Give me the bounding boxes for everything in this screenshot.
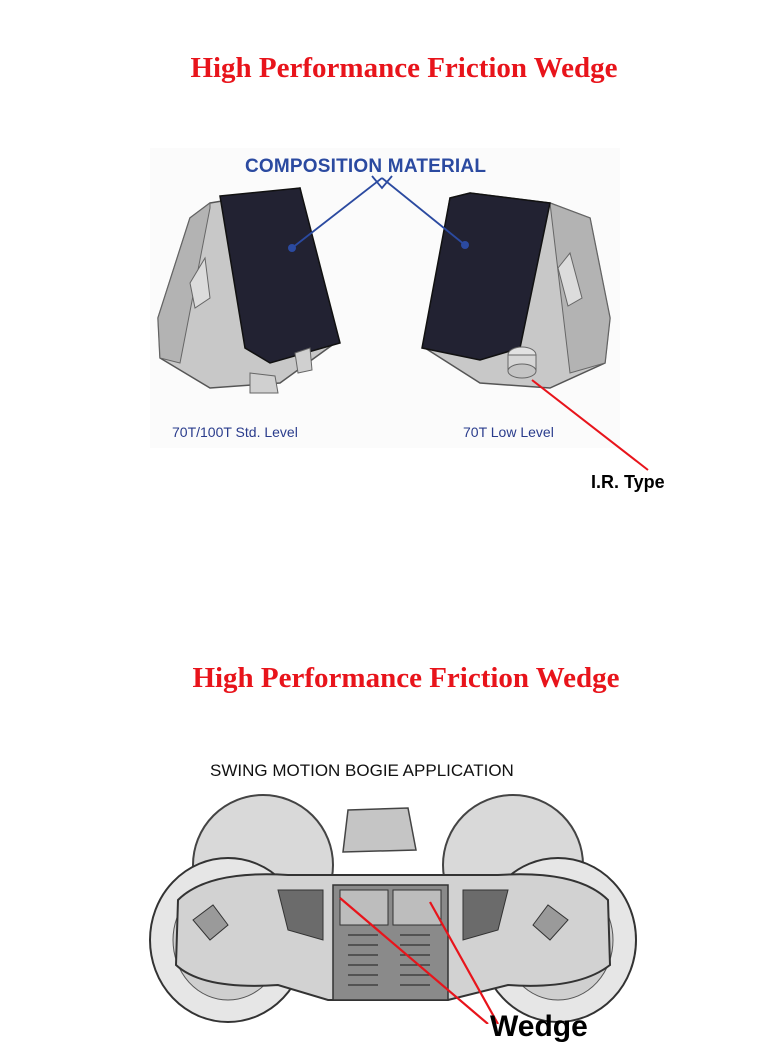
swing-motion-bogie-illustration [148,790,638,1024]
composition-leader-lines [288,175,469,252]
friction-wedge-illustration: COMPOSITION MATERIAL 70T/100T Std. Level… [150,148,620,448]
swing-motion-label: SWING MOTION BOGIE APPLICATION [210,761,514,780]
section-title: High Performance Friction Wedge [192,662,620,694]
left-wedge-std-level [157,187,341,394]
wedge-callout: Wedge [490,1010,588,1043]
friction-wedges-drawing [157,175,611,394]
right-wedge-low-level [421,192,611,389]
caption-low-level: 70T Low Level [463,424,554,440]
caption-std-level: 70T/100T Std. Level [172,424,298,440]
ir-type-callout: I.R. Type [591,472,665,492]
bogie-drawing [149,794,637,1024]
composition-material-label: COMPOSITION MATERIAL [245,156,487,177]
page-title: High Performance Friction Wedge [190,52,618,84]
ir-type-leader-line [531,379,649,471]
